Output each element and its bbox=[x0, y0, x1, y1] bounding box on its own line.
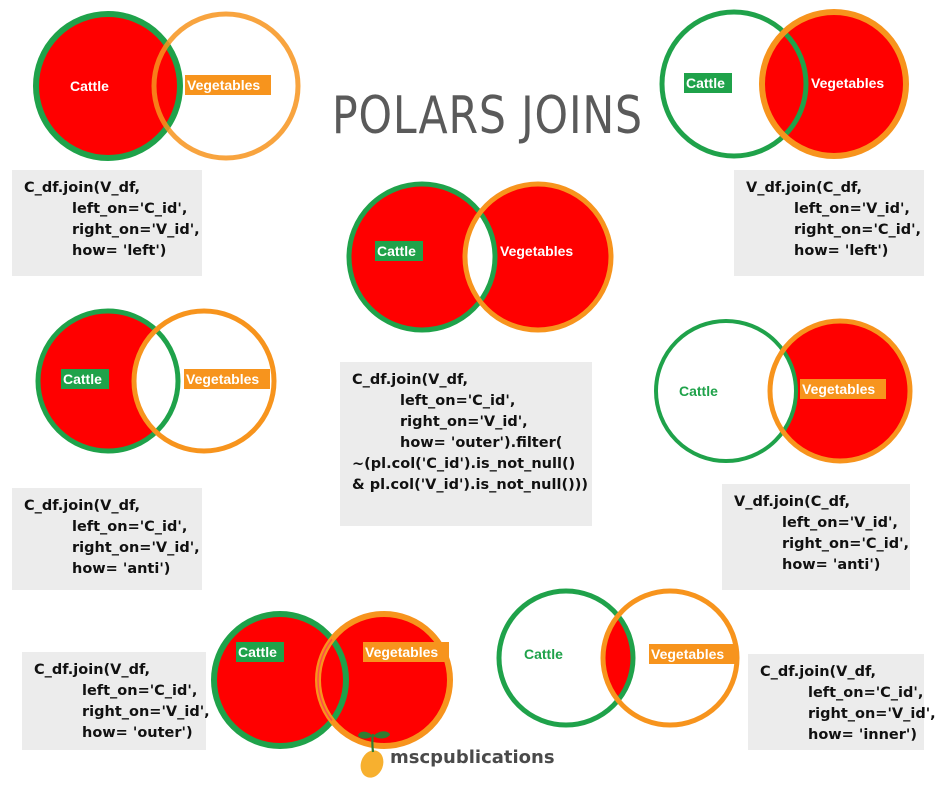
code-line: how= 'outer').filter( bbox=[400, 435, 563, 451]
cattle-label-bg bbox=[61, 369, 109, 389]
cattle-ring bbox=[496, 588, 636, 728]
vegetables-label: Vegetables bbox=[651, 646, 724, 662]
cattle-ring bbox=[654, 319, 798, 463]
cattle-ring bbox=[33, 11, 183, 161]
vegetables-label: Vegetables bbox=[500, 243, 573, 259]
vegetables-label: Vegetables bbox=[187, 77, 260, 93]
code-outer-join: C_df.join(V_df, left_on='C_id', right_on='… bbox=[22, 652, 210, 750]
vegetables-label: Vegetables bbox=[186, 371, 259, 387]
cattle-label-bg bbox=[684, 73, 732, 93]
vegetables-label: Vegetables bbox=[811, 75, 884, 91]
cattle-ring bbox=[659, 9, 809, 159]
vegetables-label-bg bbox=[800, 379, 886, 399]
page-title: POLARS JOINS bbox=[332, 86, 643, 146]
code-anti-join-right: V_df.join(C_df, left_on='V_id', right_on='… bbox=[722, 484, 910, 590]
venn-full-outer-excluding-inner: Cattle Vegetables bbox=[346, 181, 614, 333]
code-line: left_on='C_id', bbox=[72, 519, 188, 535]
venn-right-join: Cattle Vegetables bbox=[659, 9, 909, 159]
code-line: left_on='C_id', bbox=[808, 685, 924, 701]
code-line: V_df.join(C_df, bbox=[746, 180, 863, 196]
cattle-label-bg bbox=[375, 241, 423, 261]
vegetables-ring bbox=[759, 9, 909, 159]
vegetables-ring bbox=[131, 308, 277, 454]
code-line: C_df.join(V_df, bbox=[352, 372, 469, 388]
vegetables-label-bg bbox=[185, 75, 271, 95]
code-inner-join: C_df.join(V_df, left_on='C_id', right_on='… bbox=[748, 654, 936, 750]
venn-anti-join-left: Cattle Vegetables bbox=[35, 308, 277, 454]
code-line: left_on='V_id', bbox=[794, 201, 910, 217]
venn-anti-join-right: Cattle Vegetables bbox=[654, 318, 913, 464]
vegetables-ring bbox=[600, 588, 740, 728]
cattle-ring bbox=[346, 181, 498, 333]
brand-logo-icon bbox=[358, 731, 390, 778]
code-line: C_df.join(V_df, bbox=[24, 180, 141, 196]
vegetables-label-bg bbox=[649, 644, 735, 664]
venn-inner-join: Cattle Vegetables bbox=[496, 588, 740, 728]
cattle-set-cutout bbox=[656, 321, 796, 461]
code-line: how= 'inner') bbox=[808, 727, 917, 743]
cattle-ring bbox=[35, 308, 181, 454]
code-line: how= 'left') bbox=[794, 243, 889, 259]
code-line: V_df.join(C_df, bbox=[734, 494, 851, 510]
cattle-set bbox=[36, 14, 180, 158]
brand-name: mscpublications bbox=[390, 747, 555, 768]
code-left-join: C_df.join(V_df, left_on='C_id', right_on='… bbox=[12, 170, 202, 276]
vegetables-set bbox=[465, 184, 611, 330]
overlap-outline bbox=[317, 614, 346, 746]
cattle-label: Cattle bbox=[524, 646, 563, 662]
cattle-label: Cattle bbox=[377, 243, 416, 259]
vegetables-label: Vegetables bbox=[802, 381, 875, 397]
vegetables-label-bg bbox=[184, 369, 270, 389]
code-line: & pl.col('V_id').is_not_null())) bbox=[352, 477, 588, 493]
venn-outer-join: Cattle Vegetables bbox=[211, 611, 453, 749]
code-line: right_on='C_id', bbox=[782, 536, 910, 552]
code-outer-filter-join: C_df.join(V_df, left_on='C_id', right_on='… bbox=[340, 362, 592, 526]
code-line: C_df.join(V_df, bbox=[760, 664, 877, 680]
code-line: how= 'left') bbox=[72, 243, 167, 259]
cattle-label-bg bbox=[236, 642, 284, 662]
cattle-label: Cattle bbox=[70, 78, 109, 94]
code-line: right_on='V_id', bbox=[400, 414, 528, 430]
cattle-label: Cattle bbox=[686, 75, 725, 91]
code-line: left_on='C_id', bbox=[82, 683, 198, 699]
vegetables-ring bbox=[767, 318, 913, 464]
code-line: ~(pl.col('C_id').is_not_null() bbox=[352, 456, 576, 472]
code-line: left_on='C_id', bbox=[400, 393, 516, 409]
code-line: right_on='V_id', bbox=[72, 222, 200, 238]
vegetables-ring bbox=[151, 11, 301, 161]
code-line: right_on='C_id', bbox=[794, 222, 922, 238]
venn-left-join: Cattle Vegetables bbox=[33, 11, 301, 161]
code-anti-join-left: C_df.join(V_df, left_on='C_id', right_on='… bbox=[12, 488, 202, 590]
cattle-label: Cattle bbox=[63, 371, 102, 387]
cattle-ring bbox=[211, 611, 349, 749]
code-line: left_on='C_id', bbox=[72, 201, 188, 217]
cattle-label: Cattle bbox=[679, 383, 718, 399]
vegetables-label: Vegetables bbox=[365, 644, 438, 660]
code-line: right_on='V_id', bbox=[72, 540, 200, 556]
code-line: right_on='V_id', bbox=[808, 706, 936, 722]
code-line: C_df.join(V_df, bbox=[24, 498, 141, 514]
cattle-label: Cattle bbox=[238, 644, 277, 660]
code-line: C_df.join(V_df, bbox=[34, 662, 151, 678]
vegetables-label-bg bbox=[363, 642, 449, 662]
code-line: right_on='V_id', bbox=[82, 704, 210, 720]
vegetables-ring bbox=[462, 181, 614, 333]
code-line: left_on='V_id', bbox=[782, 515, 898, 531]
code-line: how= 'anti') bbox=[72, 561, 171, 577]
code-right-join: V_df.join(C_df, left_on='V_id', right_on='… bbox=[734, 170, 924, 276]
code-line: how= 'anti') bbox=[782, 557, 881, 573]
code-line: how= 'outer') bbox=[82, 725, 193, 741]
